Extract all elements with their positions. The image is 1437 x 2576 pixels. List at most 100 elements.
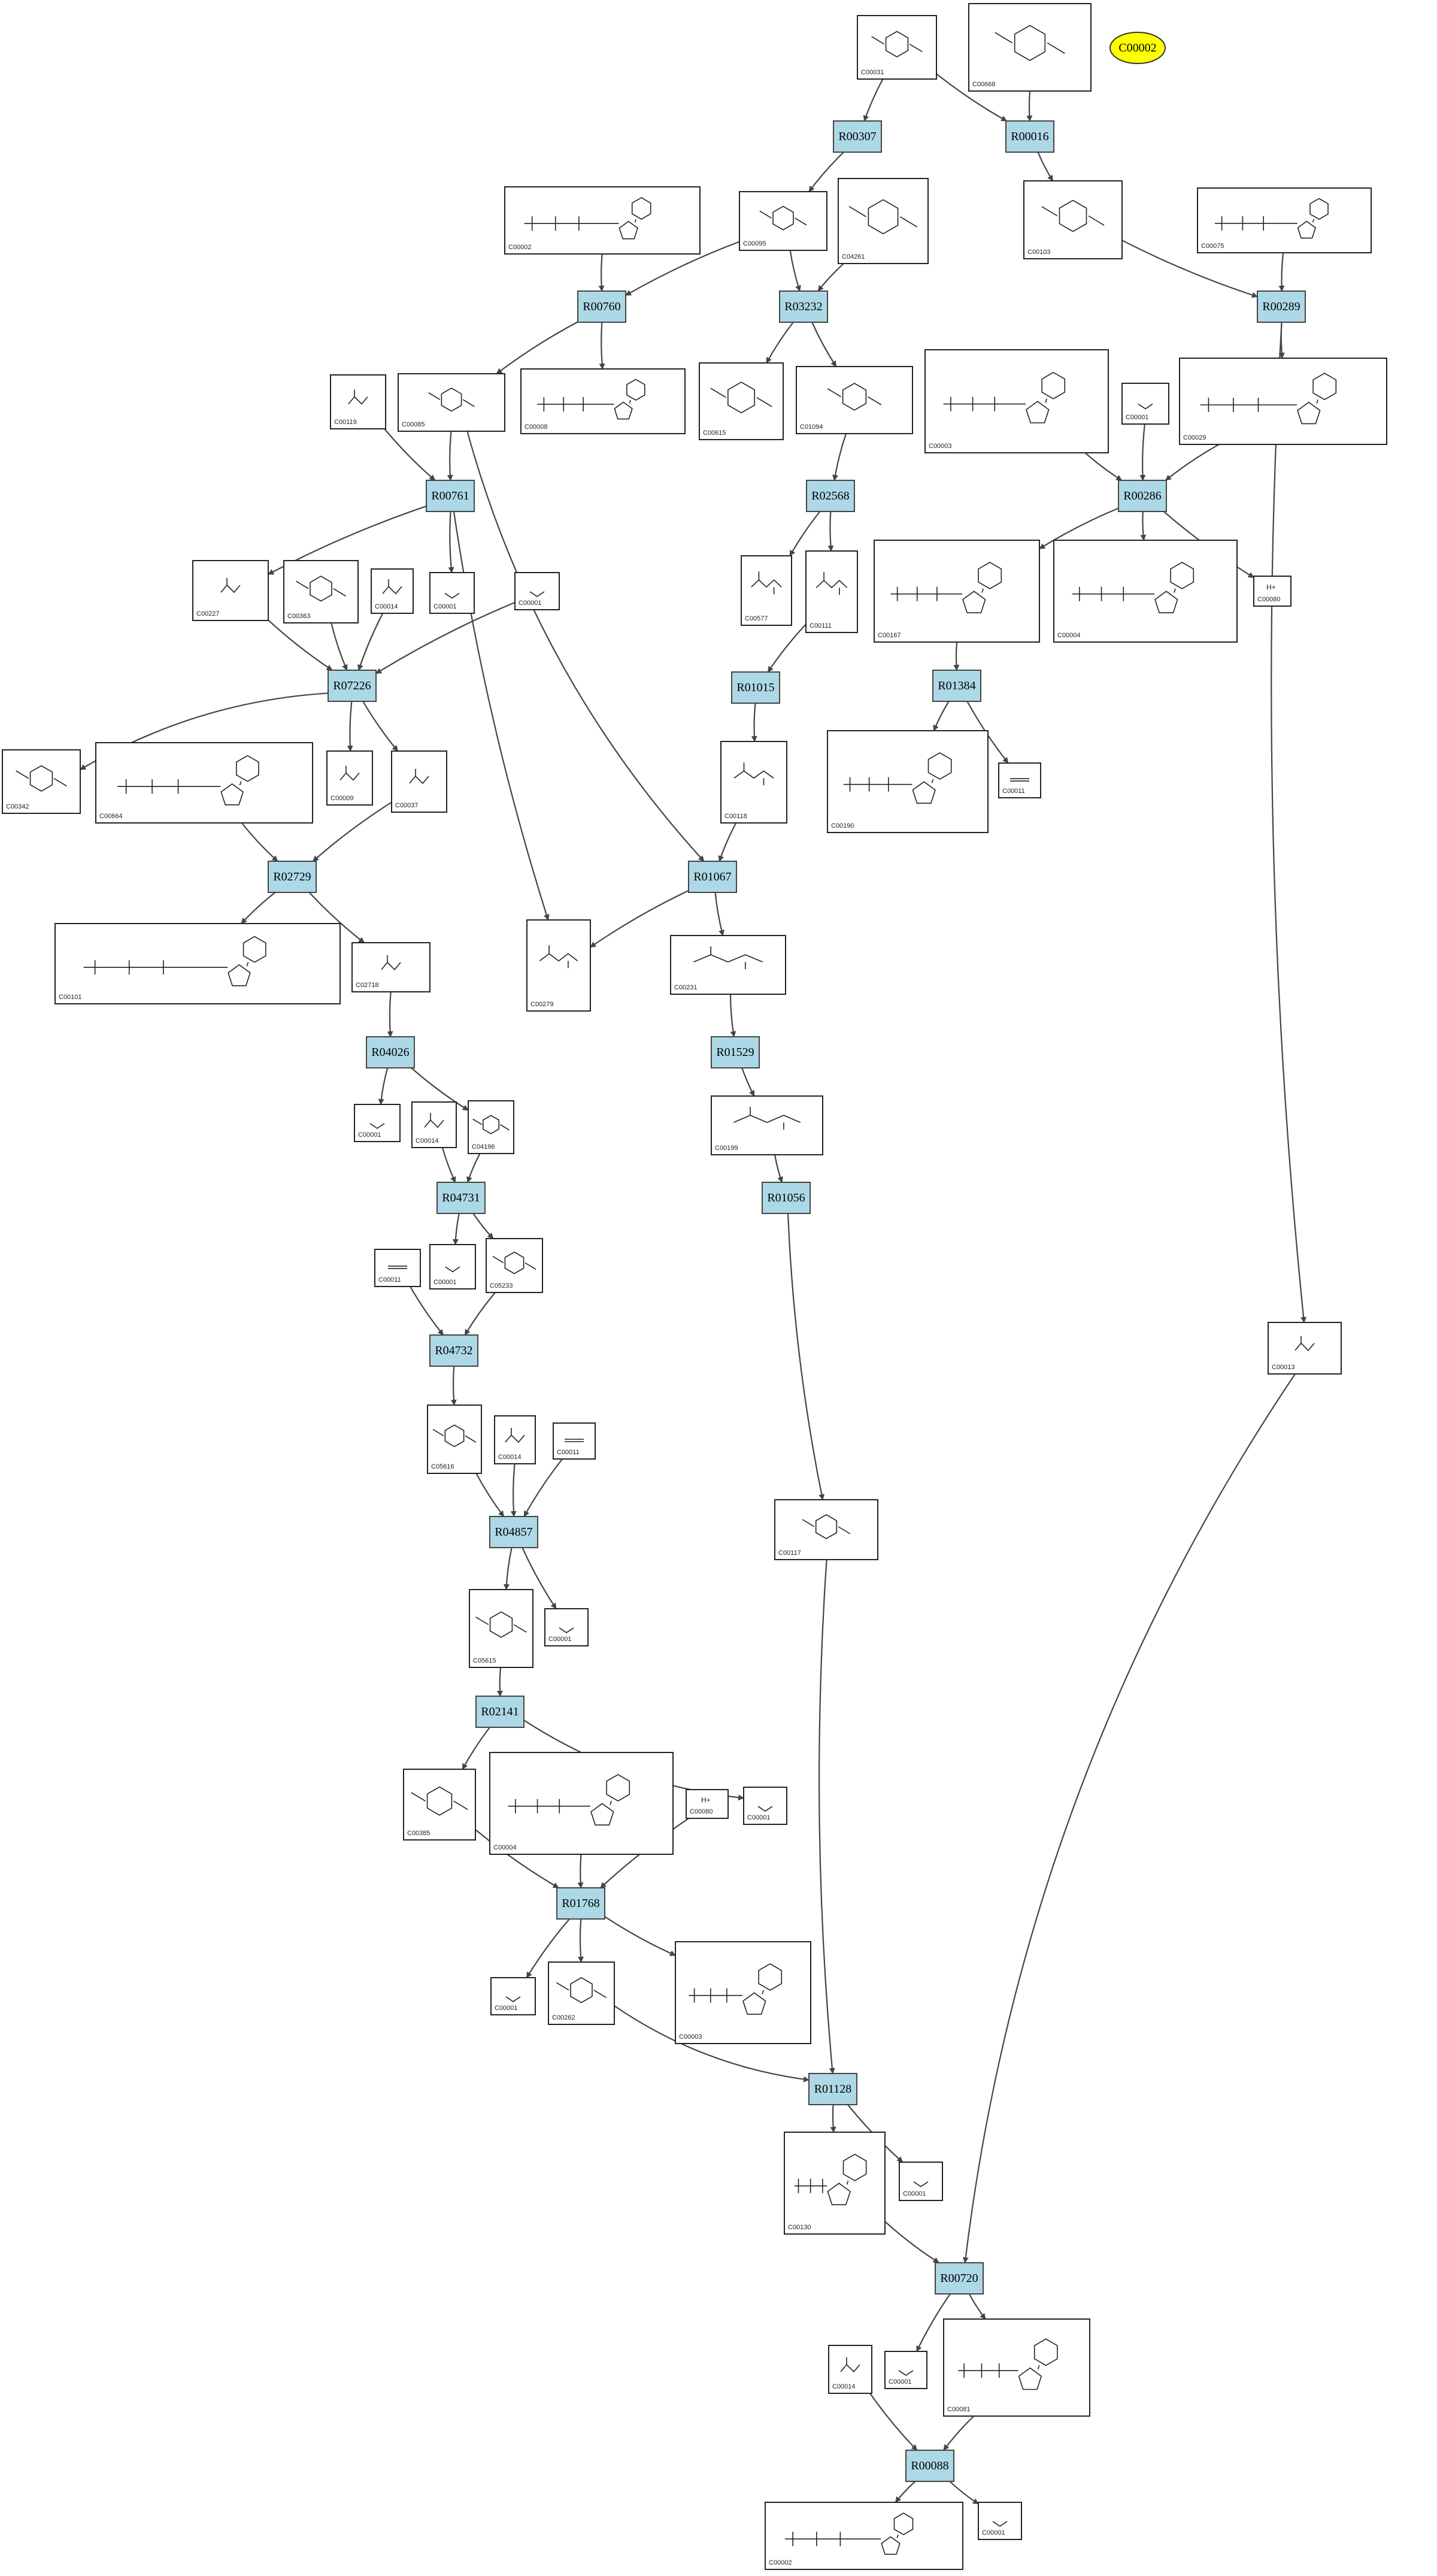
compound-node[interactable]: C00001 xyxy=(899,2162,943,2201)
compound-node[interactable]: C00363 xyxy=(283,560,359,623)
reaction-node[interactable]: R00761 xyxy=(426,480,475,512)
compound-node[interactable]: C00009 xyxy=(326,750,373,806)
compound-node[interactable]: C00014 xyxy=(494,1415,536,1464)
structure-drawing xyxy=(1294,1336,1315,1351)
compound-node[interactable]: C00103 xyxy=(1023,180,1123,259)
compound-node[interactable]: C00001 xyxy=(429,1244,476,1289)
compound-node[interactable]: C05616 xyxy=(427,1404,482,1474)
reaction-node[interactable]: R00289 xyxy=(1257,290,1306,323)
compound-node[interactable]: C00004 xyxy=(1053,540,1238,643)
compound-node[interactable]: C00615 xyxy=(699,362,784,440)
reaction-node[interactable]: R04732 xyxy=(429,1334,478,1367)
compound-id: C00014 xyxy=(375,603,398,610)
compound-node[interactable]: C00004 xyxy=(489,1752,674,1855)
compound-id: C02718 xyxy=(356,982,379,989)
compound-node[interactable]: C00190 xyxy=(827,730,989,833)
reaction-node[interactable]: R00286 xyxy=(1118,480,1167,512)
compound-node[interactable]: C02718 xyxy=(351,942,431,992)
structure-drawing xyxy=(802,1514,851,1539)
reaction-node[interactable]: R00307 xyxy=(833,120,882,153)
reaction-node[interactable]: R04026 xyxy=(366,1036,415,1068)
compound-node[interactable]: C00001 xyxy=(1121,383,1169,425)
compound-node[interactable]: C05615 xyxy=(469,1589,533,1668)
reaction-node[interactable]: R04731 xyxy=(436,1182,486,1214)
reaction-node[interactable]: R01768 xyxy=(556,1887,605,1920)
reaction-node[interactable]: R00760 xyxy=(577,290,626,323)
compound-node[interactable]: H+C00080 xyxy=(686,1789,729,1819)
compound-node[interactable]: C00075 xyxy=(1197,187,1372,253)
compound-node[interactable]: C05233 xyxy=(486,1238,543,1293)
compound-node[interactable]: C04261 xyxy=(838,178,929,264)
compound-node[interactable]: C00262 xyxy=(548,1961,615,2025)
reaction-node[interactable]: R01067 xyxy=(688,861,737,893)
compound-node[interactable]: C00001 xyxy=(544,1608,589,1646)
compound-node[interactable]: C00003 xyxy=(675,1941,811,2044)
reaction-edge xyxy=(475,1473,505,1517)
compound-node[interactable]: C00199 xyxy=(711,1095,823,1155)
compound-node[interactable]: C00111 xyxy=(805,550,858,633)
compound-node[interactable]: C00003 xyxy=(924,349,1109,453)
compound-node[interactable]: C00001 xyxy=(978,2502,1022,2540)
reaction-node[interactable]: R01015 xyxy=(731,671,780,704)
compound-node[interactable]: C00037 xyxy=(391,750,447,813)
reaction-node[interactable]: R02141 xyxy=(475,1696,525,1728)
compound-node[interactable]: C00001 xyxy=(429,572,475,614)
compound-node[interactable]: C00001 xyxy=(490,1977,536,2015)
reaction-node[interactable]: R07226 xyxy=(328,670,377,702)
compound-node[interactable]: C00008 xyxy=(520,368,686,434)
reaction-node[interactable]: R01128 xyxy=(808,2073,857,2105)
compound-node[interactable]: C00029 xyxy=(1179,358,1387,445)
compound-node[interactable]: C04196 xyxy=(468,1100,514,1154)
compound-node[interactable]: C00227 xyxy=(192,560,269,621)
compound-node[interactable]: C00668 xyxy=(968,3,1092,92)
compound-node[interactable]: C01094 xyxy=(796,366,913,434)
reaction-edge xyxy=(241,822,278,862)
compound-id: C04261 xyxy=(842,253,865,261)
compound-node[interactable]: C00014 xyxy=(371,568,414,614)
compound-node[interactable]: C00385 xyxy=(403,1769,476,1841)
compound-node[interactable]: C00118 xyxy=(720,741,787,824)
compound-node[interactable]: C00001 xyxy=(514,572,560,610)
compound-node[interactable]: C00664 xyxy=(95,742,313,824)
reaction-node[interactable]: R02568 xyxy=(806,480,855,512)
compound-node[interactable]: C00095 xyxy=(739,191,827,251)
compound-node[interactable]: C00342 xyxy=(2,749,81,814)
compound-node[interactable]: C00001 xyxy=(354,1104,401,1142)
reaction-node[interactable]: R03232 xyxy=(779,290,828,323)
compound-node[interactable]: C00085 xyxy=(398,373,505,432)
compound-node[interactable]: C00013 xyxy=(1268,1322,1342,1375)
compound-node[interactable]: C00117 xyxy=(774,1499,878,1560)
compound-node[interactable]: C00001 xyxy=(743,1787,787,1825)
compound-node[interactable]: C00577 xyxy=(741,555,792,626)
reaction-node[interactable]: R00016 xyxy=(1005,120,1054,153)
compound-node[interactable]: C00001 xyxy=(884,2351,927,2389)
compound-node[interactable]: C00031 xyxy=(857,15,937,80)
reaction-node[interactable]: R00720 xyxy=(935,2262,984,2295)
compound-node[interactable]: C00101 xyxy=(54,923,341,1004)
compound-node[interactable]: C00011 xyxy=(998,762,1041,798)
reaction-edge xyxy=(375,601,516,674)
reaction-edge xyxy=(767,623,807,673)
compound-node[interactable]: C00081 xyxy=(943,2318,1090,2417)
goal-node[interactable]: C00002 xyxy=(1109,32,1166,64)
reaction-node[interactable]: R02729 xyxy=(268,861,317,893)
reaction-node[interactable]: R01384 xyxy=(932,670,981,702)
compound-node[interactable]: C00119 xyxy=(330,374,386,429)
compound-id: C00190 xyxy=(831,822,854,830)
compound-node[interactable]: H+C00080 xyxy=(1253,576,1292,607)
compound-node[interactable]: C00231 xyxy=(670,935,786,995)
compound-node[interactable]: C00130 xyxy=(784,2132,886,2235)
compound-id: C00279 xyxy=(530,1001,554,1008)
compound-node[interactable]: C00002 xyxy=(504,186,701,255)
reaction-node[interactable]: R04857 xyxy=(489,1516,538,1548)
reaction-node[interactable]: R00088 xyxy=(905,2450,954,2482)
compound-node[interactable]: C00014 xyxy=(411,1101,457,1148)
compound-node[interactable]: C00167 xyxy=(874,540,1040,643)
reaction-node[interactable]: R01529 xyxy=(711,1036,760,1068)
compound-node[interactable]: C00011 xyxy=(374,1249,421,1287)
compound-node[interactable]: C00279 xyxy=(526,919,591,1012)
compound-node[interactable]: C00011 xyxy=(553,1422,596,1460)
compound-node[interactable]: C00002 xyxy=(765,2502,963,2570)
compound-node[interactable]: C00014 xyxy=(828,2345,872,2394)
reaction-node[interactable]: R01056 xyxy=(762,1182,811,1214)
